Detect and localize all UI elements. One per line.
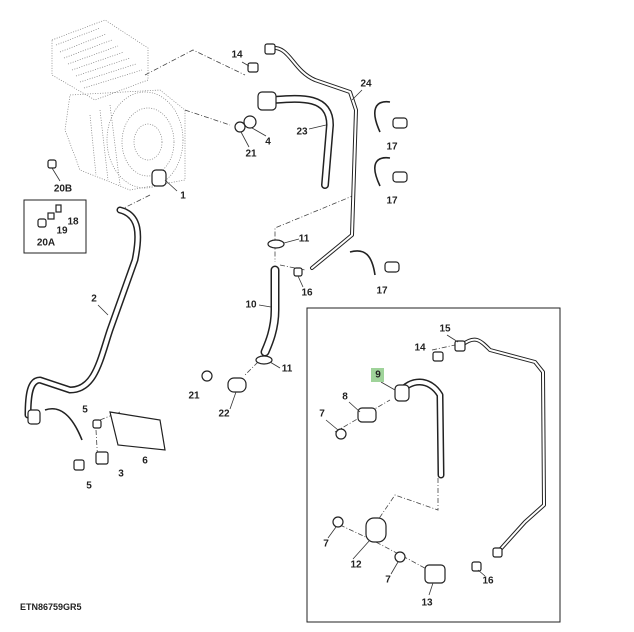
callout-19[interactable]: 19 — [56, 226, 68, 237]
callout-24[interactable]: 24 — [360, 79, 372, 90]
callout-17[interactable]: 17 — [386, 196, 398, 207]
part-19 — [47, 212, 55, 220]
line-24 — [268, 45, 358, 270]
part-17-clip — [392, 171, 408, 183]
inset-box — [23, 199, 87, 254]
part-13-bolt — [424, 564, 446, 584]
callout-17[interactable]: 17 — [376, 286, 388, 297]
part-17-clip — [392, 117, 408, 129]
callout-2[interactable]: 2 — [91, 294, 97, 305]
callout-4[interactable]: 4 — [265, 137, 271, 148]
callout-13[interactable]: 13 — [421, 598, 433, 609]
callout-1[interactable]: 1 — [180, 191, 186, 202]
part-22-elbow — [227, 377, 247, 393]
arrow-icon — [349, 250, 376, 276]
callout-11[interactable]: 11 — [282, 364, 293, 375]
callout-16[interactable]: 16 — [301, 288, 313, 299]
part-4-oring — [243, 115, 257, 129]
callout-14[interactable]: 14 — [231, 50, 243, 61]
callout-23[interactable]: 23 — [296, 127, 308, 138]
callout-21[interactable]: 21 — [245, 149, 257, 160]
part-7-washer — [332, 516, 344, 528]
callout-21[interactable]: 21 — [188, 391, 200, 402]
part-17-clip — [384, 261, 400, 273]
callout-17[interactable]: 17 — [386, 142, 398, 153]
callout-7[interactable]: 7 — [323, 539, 329, 550]
part-5-screw — [73, 459, 85, 471]
part-21-oring — [201, 370, 213, 382]
part-1-fitting — [151, 169, 167, 187]
callout-12[interactable]: 12 — [350, 560, 362, 571]
callout-16[interactable]: 16 — [482, 576, 494, 587]
part-14-fitting — [432, 351, 444, 362]
part-5-screw — [92, 419, 102, 429]
part-21-oring — [234, 121, 246, 133]
hose-10 — [260, 265, 280, 357]
line-15 — [460, 337, 546, 554]
part-20b-plug — [47, 159, 57, 169]
part-9-nut — [394, 384, 410, 402]
part-16-fitting — [471, 561, 482, 572]
arrow-icon — [44, 408, 83, 441]
part-8-adapter — [357, 407, 377, 423]
part-23-elbow — [257, 91, 277, 111]
callout-3[interactable]: 3 — [118, 469, 124, 480]
arrow-icon — [374, 101, 391, 133]
part-7-washer — [335, 428, 347, 440]
part-16-fitting — [293, 267, 303, 277]
part-18 — [55, 204, 62, 213]
callout-15[interactable]: 15 — [439, 324, 451, 335]
part-3-clamp — [95, 451, 109, 465]
callout-7[interactable]: 7 — [319, 409, 325, 420]
pipe-nut — [27, 409, 41, 425]
callout-18[interactable]: 18 — [67, 217, 79, 228]
part-11-clamp — [255, 355, 273, 365]
figure-code: ETN86759GR5 — [20, 602, 82, 612]
callout-5[interactable]: 5 — [82, 405, 88, 416]
callout-20a[interactable]: 20A — [37, 238, 55, 249]
arrow-icon — [374, 156, 391, 187]
line-nut — [492, 547, 503, 558]
callout-14[interactable]: 14 — [414, 343, 426, 354]
engine-illustration — [51, 19, 186, 191]
pipe-2 — [24, 206, 142, 419]
part-7-washer — [394, 551, 406, 563]
part-12-banjo — [365, 517, 387, 543]
part-20a — [37, 218, 47, 228]
callout-8[interactable]: 8 — [342, 392, 348, 403]
highlight-badge — [371, 368, 384, 382]
callout-9[interactable]: 9 — [375, 370, 381, 381]
part-15-nut — [454, 340, 466, 352]
callout-11[interactable]: 11 — [299, 234, 310, 245]
detail-box — [306, 307, 561, 623]
callout-7[interactable]: 7 — [385, 575, 391, 586]
callout-22[interactable]: 22 — [218, 409, 230, 420]
callouts: 14 24 4 21 23 17 17 1 20B 18 19 20A 2 11… — [37, 50, 494, 609]
part-6-bracket — [109, 411, 166, 451]
callout-5[interactable]: 5 — [86, 481, 92, 492]
part-11-clamp — [267, 239, 285, 249]
hose-23 — [268, 94, 334, 189]
callout-20b[interactable]: 20B — [54, 184, 72, 195]
fitting-nut — [264, 43, 276, 55]
callout-10[interactable]: 10 — [245, 300, 257, 311]
part-14-fitting — [247, 62, 259, 73]
callout-6[interactable]: 6 — [142, 456, 148, 467]
